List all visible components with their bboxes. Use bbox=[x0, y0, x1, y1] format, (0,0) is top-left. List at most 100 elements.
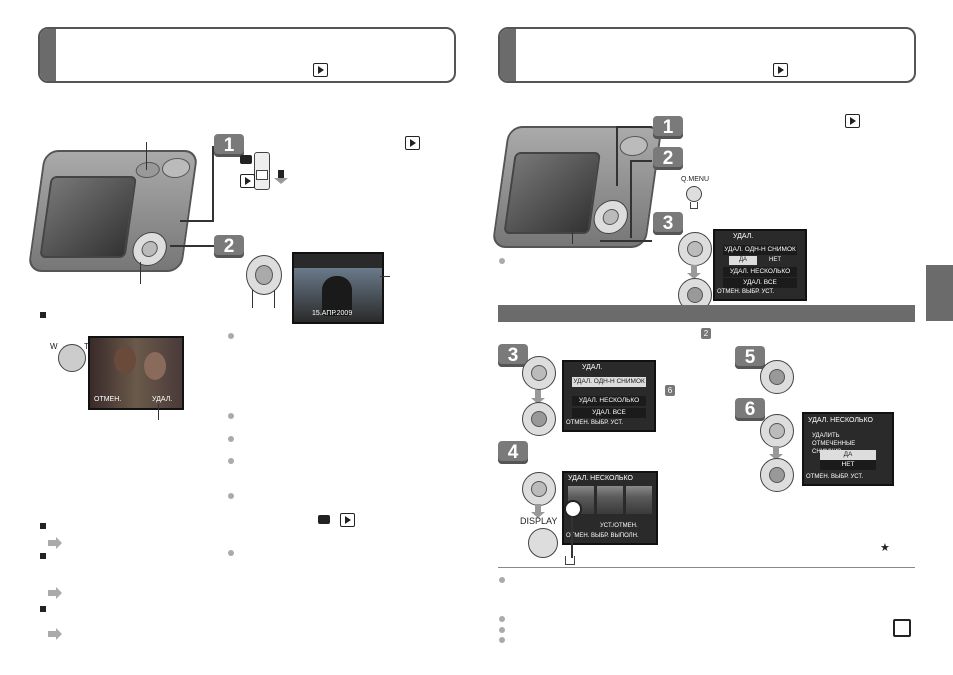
step-ref-2: 2 bbox=[701, 328, 711, 339]
dpad-s6-center bbox=[760, 458, 794, 492]
playback-mode-icon bbox=[240, 174, 255, 188]
menu-header: УДАЛ. bbox=[733, 233, 754, 240]
star-icon: ★ bbox=[880, 542, 890, 554]
s4-screen: УДАЛ. НЕСКОЛЬКО УСТ./ОТМЕН. ОТМЕН. ВЫБР.… bbox=[562, 471, 658, 545]
thumb-3 bbox=[626, 486, 652, 514]
s4-mid: УСТ./ОТМЕН. bbox=[600, 523, 638, 529]
right-step-2: 2 bbox=[653, 147, 683, 170]
s6-no: НЕТ bbox=[820, 460, 876, 470]
shutter-button bbox=[160, 158, 192, 178]
ref-arrow-2 bbox=[48, 587, 62, 599]
zoom-t-label: T bbox=[84, 342, 89, 351]
delete-menu-screen: УДАЛ. УДАЛ. ОДН-Н СНИМОК ДА НЕТ УДАЛ. НЕ… bbox=[713, 229, 807, 301]
right-title-box bbox=[498, 27, 916, 83]
edit-card-icon bbox=[893, 619, 911, 637]
dpad-s3-up bbox=[522, 356, 556, 390]
note-bullet-1 bbox=[499, 577, 505, 583]
callout-line-step1 bbox=[180, 220, 212, 222]
r-callout-2v bbox=[630, 160, 632, 238]
slide-down-arrow bbox=[274, 170, 288, 184]
camera-illustration-right bbox=[491, 126, 663, 248]
left-bullet-5 bbox=[228, 493, 234, 499]
arrow-step3 bbox=[687, 265, 701, 279]
qmenu-label: Q.MENU bbox=[681, 176, 709, 183]
note-bullet-4 bbox=[499, 637, 505, 643]
section-header-bar bbox=[498, 305, 915, 322]
menu-row-all: УДАЛ. ВСЕ bbox=[723, 278, 797, 288]
zoom-lever bbox=[134, 162, 161, 178]
left-bullet-1 bbox=[228, 333, 234, 339]
trash-icon-small bbox=[690, 202, 698, 209]
left-step-2: 2 bbox=[214, 235, 244, 258]
right-step-3: 3 bbox=[653, 212, 683, 235]
camera-icon-inline bbox=[318, 515, 330, 524]
lower-step-3: 3 bbox=[498, 344, 528, 367]
r-callout-1v bbox=[616, 126, 618, 186]
camera-dpad bbox=[130, 232, 170, 266]
display-button bbox=[528, 528, 558, 558]
left-title-accent bbox=[40, 29, 56, 81]
playback-icon-right bbox=[773, 63, 788, 77]
selection-line bbox=[571, 516, 573, 558]
arrow-s6 bbox=[769, 446, 783, 460]
zoom-delete: УДАЛ. bbox=[152, 396, 173, 403]
yes-no-row: ДА НЕТ bbox=[729, 256, 791, 265]
s3-row-multi: УДАЛ. НЕСКОЛЬКО bbox=[572, 396, 646, 406]
dpad-s6-up bbox=[760, 414, 794, 448]
screen-callout bbox=[380, 276, 390, 277]
selection-circle bbox=[564, 500, 582, 518]
s6-footer: ОТМЕН. ВЫБР. УСТ. bbox=[806, 474, 864, 480]
left-bullet-3 bbox=[228, 436, 234, 442]
playback-screen: 15.АПР.2009 bbox=[292, 252, 384, 324]
face-left bbox=[114, 346, 136, 374]
dpad-step3-up bbox=[678, 232, 712, 266]
left-bullet-2 bbox=[228, 413, 234, 419]
callout-line-zoom bbox=[146, 142, 147, 170]
r-callout-3 bbox=[600, 240, 652, 242]
playback-icon-inline bbox=[340, 513, 355, 527]
callout-line-step1-v bbox=[212, 146, 214, 222]
s6-yes: ДА bbox=[820, 450, 876, 460]
notes-divider bbox=[498, 567, 915, 568]
section-square-3 bbox=[40, 553, 46, 559]
s4-footer: ОТМЕН. ВЫБР. ВЫПОЛН. bbox=[566, 533, 639, 539]
arrow-s4 bbox=[531, 504, 545, 518]
dpad-right-line bbox=[274, 290, 275, 308]
s6-header: УДАЛ. НЕСКОЛЬКО bbox=[808, 417, 873, 424]
right-bullet-top bbox=[499, 258, 505, 264]
left-bullet-6 bbox=[228, 550, 234, 556]
people-figures bbox=[322, 276, 352, 316]
playback-icon-r1 bbox=[845, 114, 860, 128]
s3-screen: УДАЛ. УДАЛ. ОДН-Н СНИМОК УДАЛ. НЕСКОЛЬКО… bbox=[562, 360, 656, 432]
zoom-cancel: ОТМЕН. bbox=[94, 396, 122, 403]
qmenu-button bbox=[686, 186, 702, 202]
zoom-photo bbox=[90, 338, 182, 408]
mode-switch-knob bbox=[256, 170, 268, 180]
menu-yes: ДА bbox=[729, 256, 757, 265]
camera-mode-icon bbox=[240, 155, 252, 164]
s3-footer: ОТМЕН. ВЫБР. УСТ. bbox=[566, 420, 624, 426]
lower-step-4: 4 bbox=[498, 441, 528, 464]
display-label: DISPLAY bbox=[520, 516, 558, 526]
thumb-2 bbox=[597, 486, 623, 514]
step-ref-6: 6 bbox=[665, 385, 675, 396]
dpad-left-line bbox=[252, 290, 253, 308]
left-title-box bbox=[38, 27, 456, 83]
section-square-2 bbox=[40, 523, 46, 529]
note-bullet-3 bbox=[499, 627, 505, 633]
face-right bbox=[144, 352, 166, 380]
s4-header: УДАЛ. НЕСКОЛЬКО bbox=[568, 475, 633, 482]
camera-dpad-right bbox=[591, 200, 631, 234]
dpad-s5 bbox=[760, 360, 794, 394]
zoom-screen: ОТМЕН. УДАЛ. bbox=[88, 336, 184, 410]
zoom-callout bbox=[158, 404, 159, 420]
arrow-s3 bbox=[531, 390, 545, 404]
s3-row-single: УДАЛ. ОДН-Н СНИМОК bbox=[572, 377, 646, 387]
callout-line-step2 bbox=[170, 245, 214, 247]
s6-screen: УДАЛ. НЕСКОЛЬКО УДАЛИТЬ ОТМЕЧЕННЫЕ СНИМК… bbox=[802, 412, 894, 486]
shutter-right bbox=[618, 136, 650, 156]
s3-header: УДАЛ. bbox=[582, 364, 603, 371]
camera-lcd bbox=[39, 176, 137, 258]
lower-step-5: 5 bbox=[735, 346, 765, 369]
dpad-large bbox=[246, 255, 282, 295]
